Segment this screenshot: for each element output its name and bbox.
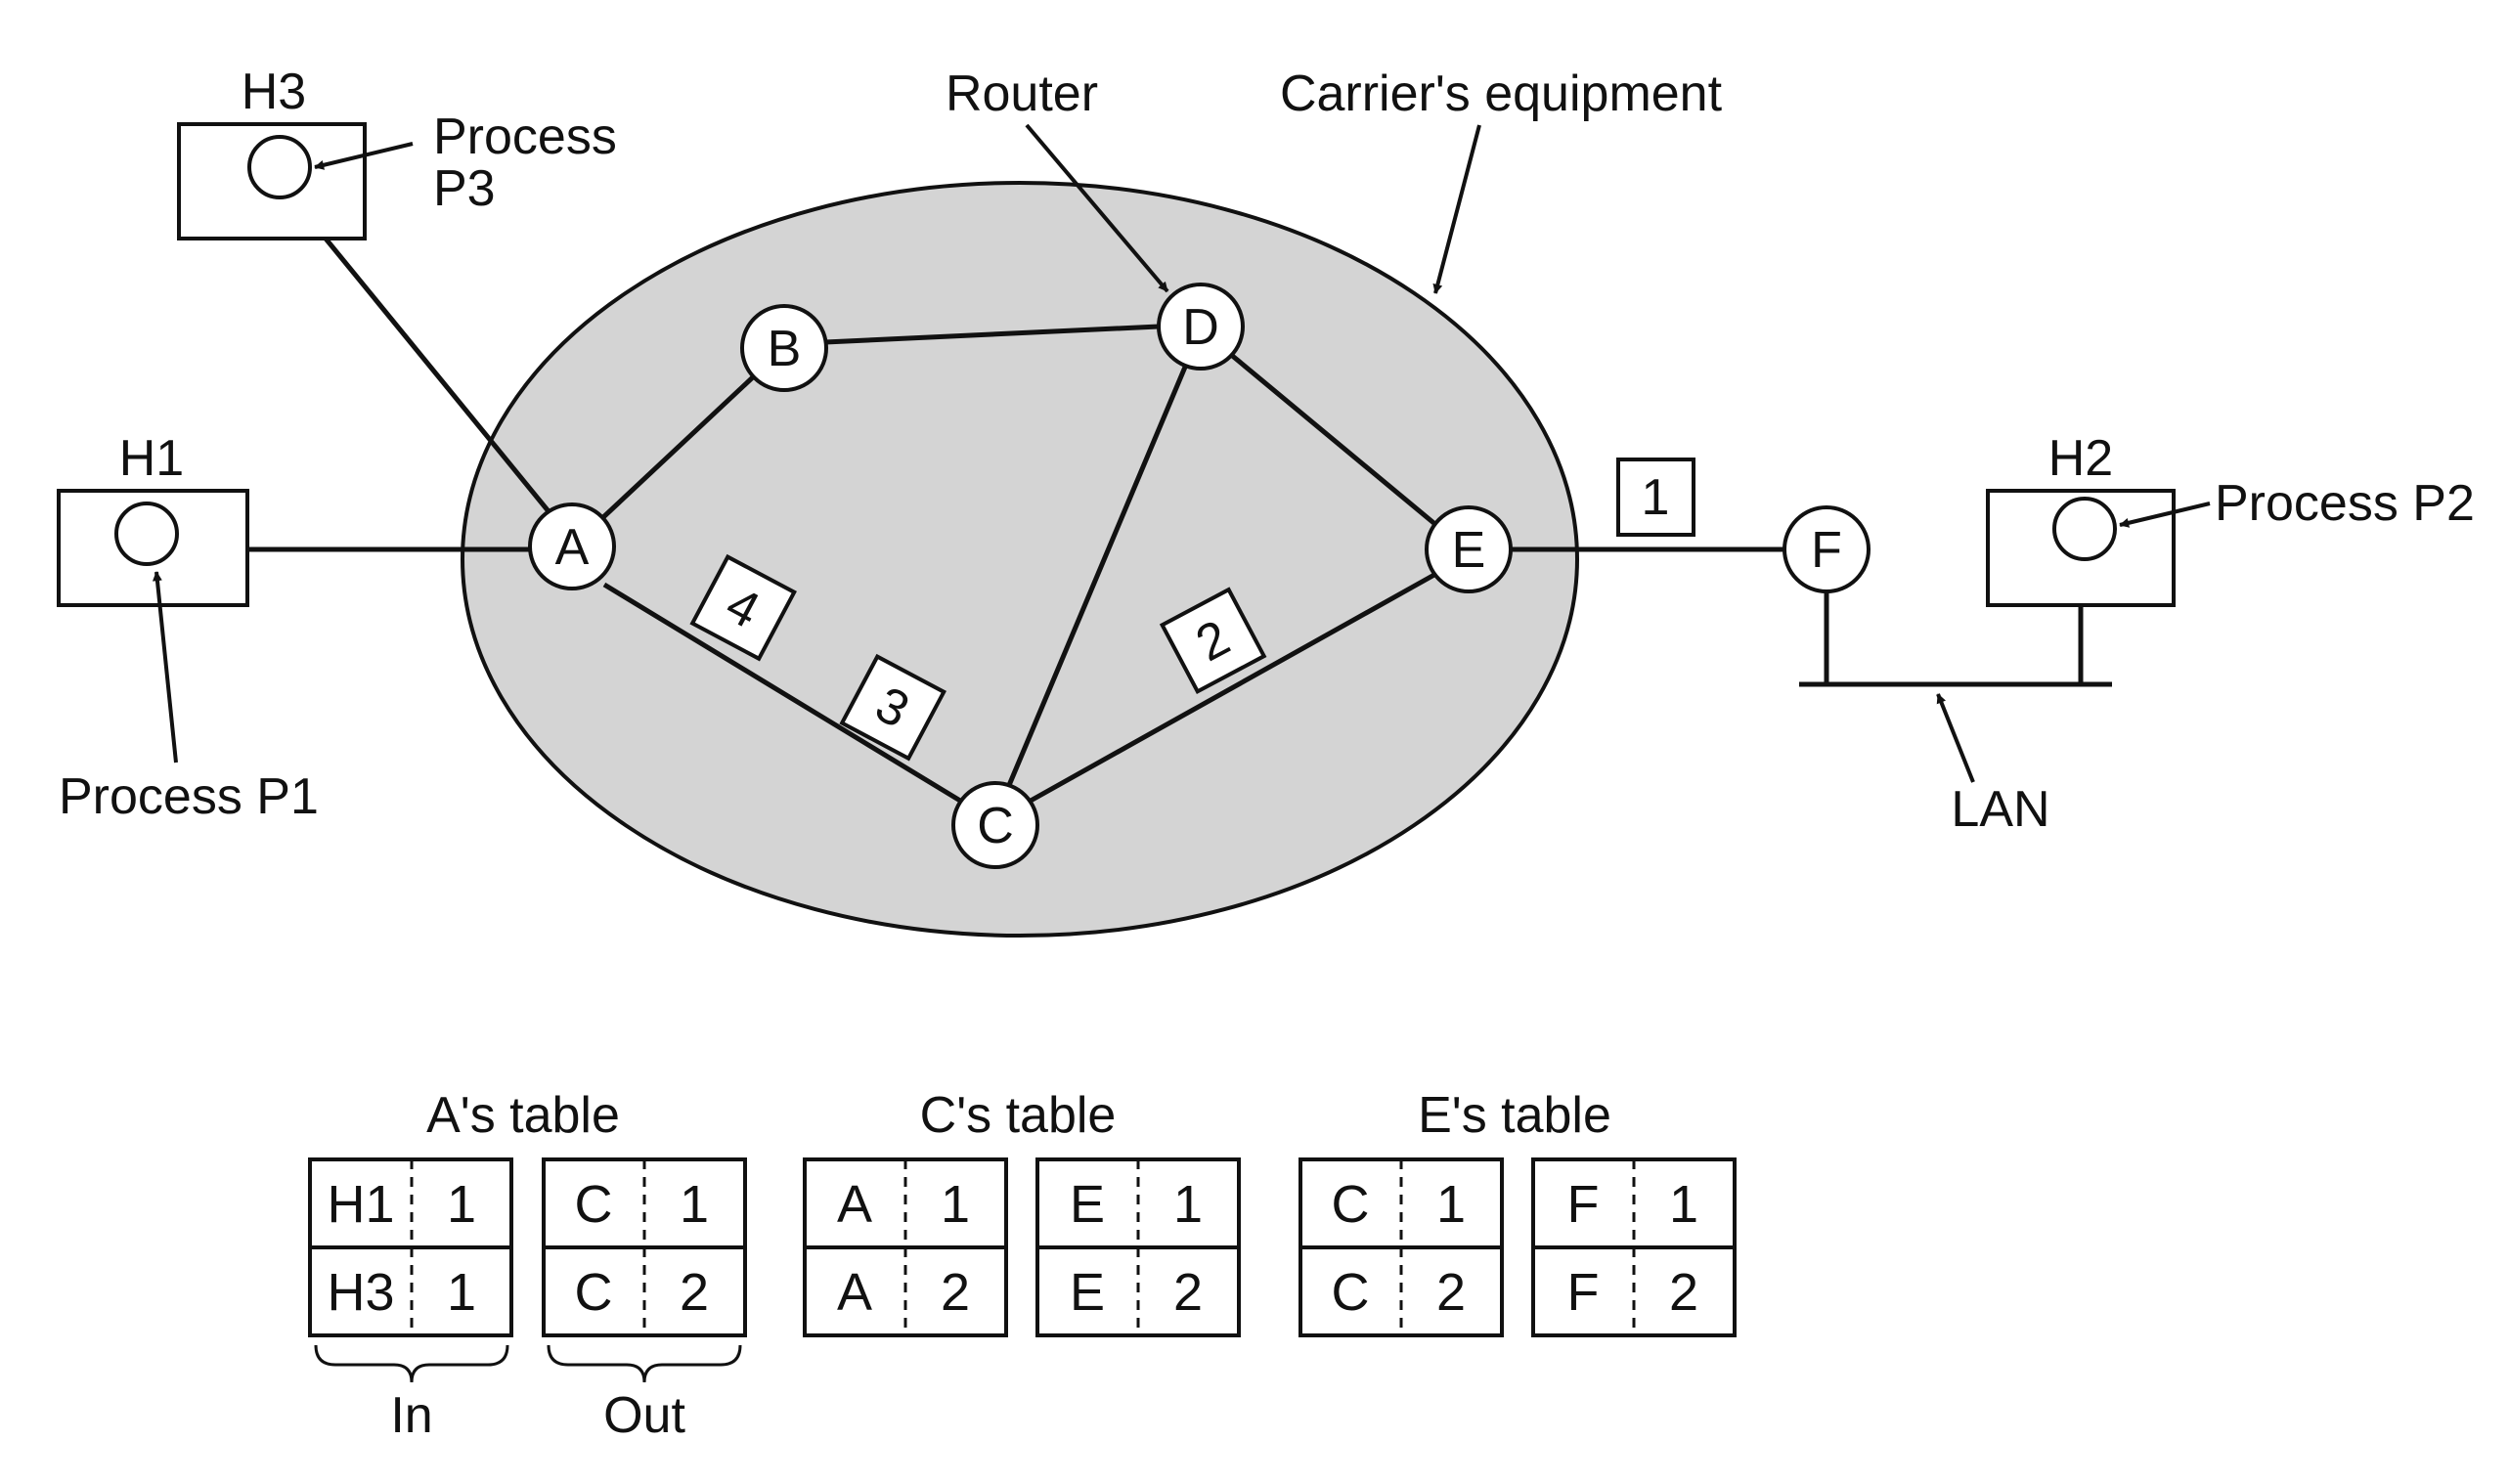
table-c-title: C's table <box>920 1087 1117 1144</box>
table-a: A's table H1 1 H3 1 C 1 C 2 In <box>308 1087 747 1444</box>
host-h2: H2 <box>1986 430 2176 607</box>
arrow-process-p3 <box>314 142 414 170</box>
lan-label: LAN <box>1951 781 2049 838</box>
table-a-in-r1-c2: 1 <box>447 1175 476 1234</box>
out-brace <box>547 1344 742 1383</box>
packet-1-label: 1 <box>1642 469 1670 526</box>
arrow-lan <box>1936 693 1975 783</box>
link-b-d <box>824 324 1160 345</box>
in-label: In <box>390 1387 432 1444</box>
host-h3: H3 <box>177 64 367 240</box>
router-c: C <box>951 781 1039 869</box>
router-nodes: A B D E C F <box>528 283 1871 869</box>
host-h1: H1 <box>57 430 249 607</box>
table-e-out-r2-c1: F <box>1567 1263 1600 1322</box>
table-a-out-r2-c1: C <box>575 1263 613 1322</box>
table-c-in: A 1 A 2 <box>803 1157 1008 1337</box>
table-c-in-r1-c1: A <box>837 1175 872 1234</box>
link-h3-a <box>324 237 554 518</box>
host-h2-label: H2 <box>2048 430 2113 487</box>
table-c-in-r2-c2: 2 <box>941 1263 970 1322</box>
table-a-out-r2-c2: 2 <box>680 1263 709 1322</box>
process-p2-circle <box>2052 497 2117 561</box>
table-c-out-r1-c1: E <box>1070 1175 1105 1234</box>
table-c-out-r2-c1: E <box>1070 1263 1105 1322</box>
arrow-carrier <box>1432 124 1481 294</box>
router-f-label: F <box>1811 522 1842 579</box>
table-e: E's table C 1 C 2 F 1 F 2 <box>1299 1087 1737 1337</box>
table-e-in-r1-c1: C <box>1332 1175 1370 1234</box>
table-a-out: C 1 C 2 <box>542 1157 747 1337</box>
out-label: Out <box>603 1387 685 1444</box>
links <box>247 237 2112 804</box>
table-a-in: H1 1 H3 1 <box>308 1157 513 1337</box>
callouts <box>152 123 2211 783</box>
host-h1-label: H1 <box>119 430 184 487</box>
packet-1: 1 <box>1616 458 1695 537</box>
router-callout-label: Router <box>946 65 1098 122</box>
process-p3-circle <box>247 135 312 199</box>
table-e-in-r2-c1: C <box>1332 1263 1370 1322</box>
table-c-out-r2-c2: 2 <box>1173 1263 1203 1322</box>
table-c-out: E 1 E 2 <box>1035 1157 1241 1337</box>
table-a-in-r2-c2: 1 <box>447 1263 476 1322</box>
table-c: C's table A 1 A 2 E 1 E 2 <box>803 1087 1241 1337</box>
table-e-out-r2-c2: 2 <box>1669 1263 1698 1322</box>
process-p2-label: Process P2 <box>2215 475 2475 532</box>
link-d-c <box>1004 364 1189 791</box>
arrow-process-p1 <box>152 571 178 764</box>
table-e-out-r1-c2: 1 <box>1669 1175 1698 1234</box>
table-c-in-r1-c2: 1 <box>941 1175 970 1234</box>
process-p3-label-line1: Process <box>433 109 617 165</box>
table-e-title: E's table <box>1418 1087 1611 1144</box>
link-c-e <box>1029 568 1443 804</box>
router-e: E <box>1425 505 1513 593</box>
table-a-out-r1-c2: 1 <box>680 1175 709 1234</box>
router-d: D <box>1157 283 1245 371</box>
process-p1-circle <box>114 502 179 566</box>
router-e-label: E <box>1452 522 1486 579</box>
process-p3-label-line2: P3 <box>433 160 496 217</box>
packet-2: 2 <box>1159 587 1267 694</box>
router-c-label: C <box>977 798 1014 854</box>
link-a-b <box>600 372 758 520</box>
table-e-in-r2-c2: 2 <box>1436 1263 1466 1322</box>
table-e-in: C 1 C 2 <box>1299 1157 1504 1337</box>
router-d-label: D <box>1182 299 1219 356</box>
host-h3-label: H3 <box>242 64 306 120</box>
arrow-router <box>1025 123 1169 293</box>
router-b: B <box>740 304 828 392</box>
link-a-c <box>602 582 962 804</box>
router-a-label: A <box>555 519 590 576</box>
packet-4: 4 <box>689 553 797 662</box>
table-a-title: A's table <box>426 1087 620 1144</box>
arrow-process-p2 <box>2119 502 2211 528</box>
table-e-in-r1-c2: 1 <box>1436 1175 1466 1234</box>
router-a: A <box>528 502 616 590</box>
router-f: F <box>1783 505 1871 593</box>
carrier-callout-label: Carrier's equipment <box>1280 65 1723 122</box>
table-a-out-r1-c1: C <box>575 1175 613 1234</box>
packet-3: 3 <box>839 653 946 762</box>
process-p1-label: Process P1 <box>59 768 319 825</box>
table-a-in-r2-c1: H3 <box>327 1263 394 1322</box>
router-b-label: B <box>768 321 802 377</box>
routing-tables: A's table H1 1 H3 1 C 1 C 2 In <box>308 1087 1737 1444</box>
in-brace <box>314 1344 509 1383</box>
table-e-out-r1-c1: F <box>1567 1175 1600 1234</box>
carrier-ellipse <box>461 181 1579 938</box>
table-c-out-r1-c2: 1 <box>1173 1175 1203 1234</box>
table-e-out: F 1 F 2 <box>1531 1157 1737 1337</box>
link-d-e <box>1228 352 1439 528</box>
table-a-in-r1-c1: H1 <box>327 1175 394 1234</box>
table-c-in-r2-c1: A <box>837 1263 872 1322</box>
